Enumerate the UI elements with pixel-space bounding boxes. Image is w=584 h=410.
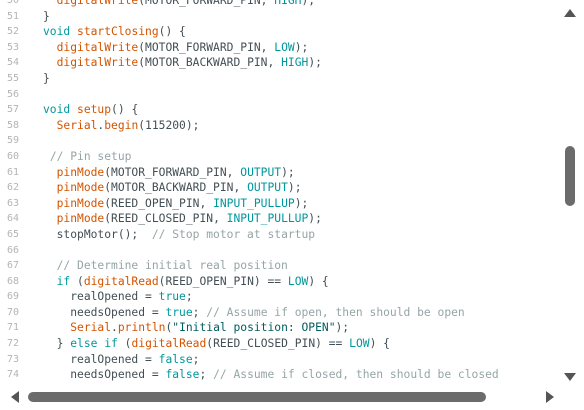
- line-number: 72: [7, 338, 20, 350]
- code-text: digitalWrite(MOTOR_FORWARD_PIN, LOW);: [56, 40, 309, 54]
- code-editor[interactable]: 50 digitalWrite(MOTOR_FORWARD_PIN, HIGH)…: [0, 0, 564, 389]
- code-text: needsOpened = true; // Assume if open, t…: [70, 305, 465, 319]
- code-text: Serial.begin(115200);: [56, 118, 200, 132]
- line-number: 57: [7, 104, 20, 116]
- code-text: if (digitalRead(REED_OPEN_PIN) == LOW) {: [56, 274, 329, 288]
- line-number: 53: [7, 41, 20, 53]
- line-number: 55: [7, 72, 20, 84]
- horizontal-scroll-thumb[interactable]: [28, 392, 486, 402]
- code-text: digitalWrite(MOTOR_FORWARD_PIN, HIGH);: [56, 0, 316, 7]
- code-text: Serial.println("Initial position: OPEN")…: [70, 321, 350, 335]
- code-text: digitalWrite(MOTOR_BACKWARD_PIN, HIGH);: [56, 56, 322, 70]
- line-number: 61: [7, 166, 20, 178]
- code-text: pinMode(REED_CLOSED_PIN, INPUT_PULLUP);: [56, 212, 322, 226]
- code-text: void startClosing() {: [43, 25, 186, 39]
- scroll-left-arrow-icon[interactable]: [11, 391, 19, 403]
- line-number: 50: [7, 0, 20, 6]
- line-number: 67: [7, 260, 20, 272]
- line-number: 56: [7, 88, 20, 100]
- code-text: }: [43, 71, 50, 85]
- line-number: 70: [7, 306, 20, 318]
- line-number: 65: [7, 228, 20, 240]
- code-text: // Pin setup: [49, 149, 132, 163]
- code-text: pinMode(MOTOR_BACKWARD_PIN, OUTPUT);: [56, 181, 302, 195]
- code-text: // Determine initial real position: [56, 259, 288, 273]
- code-text: void setup() {: [43, 103, 139, 117]
- line-number: 71: [7, 322, 20, 334]
- line-number: 54: [7, 57, 20, 69]
- line-number: 68: [7, 275, 20, 287]
- code-text: realOpened = true;: [70, 290, 193, 304]
- line-number: 51: [7, 10, 20, 22]
- code-text: pinMode(MOTOR_FORWARD_PIN, OUTPUT);: [56, 165, 295, 179]
- line-number: 60: [7, 150, 20, 162]
- line-number: 64: [7, 213, 20, 225]
- code-text: }: [43, 9, 50, 23]
- code-text: needsOpened = false; // Assume if closed…: [70, 368, 499, 382]
- line-number: 66: [7, 244, 20, 256]
- code-text: stopMotor(); // Stop motor at startup: [56, 227, 316, 241]
- code-text: } else if (digitalRead(REED_CLOSED_PIN) …: [43, 337, 390, 351]
- line-number: 73: [7, 353, 20, 365]
- line-number: 69: [7, 291, 20, 303]
- line-number: 58: [7, 119, 20, 131]
- code-text: pinMode(REED_OPEN_PIN, INPUT_PULLUP);: [56, 196, 309, 210]
- vertical-scroll-thumb[interactable]: [565, 146, 575, 206]
- scroll-up-arrow-icon[interactable]: [564, 9, 576, 17]
- code-text: realOpened = false;: [70, 352, 200, 366]
- scroll-down-arrow-icon[interactable]: [564, 373, 576, 381]
- line-number: 52: [7, 26, 20, 38]
- line-number: 74: [7, 369, 20, 381]
- scroll-right-arrow-icon[interactable]: [546, 391, 554, 403]
- line-number: 63: [7, 197, 20, 209]
- line-number: 59: [7, 135, 20, 147]
- line-number: 62: [7, 182, 20, 194]
